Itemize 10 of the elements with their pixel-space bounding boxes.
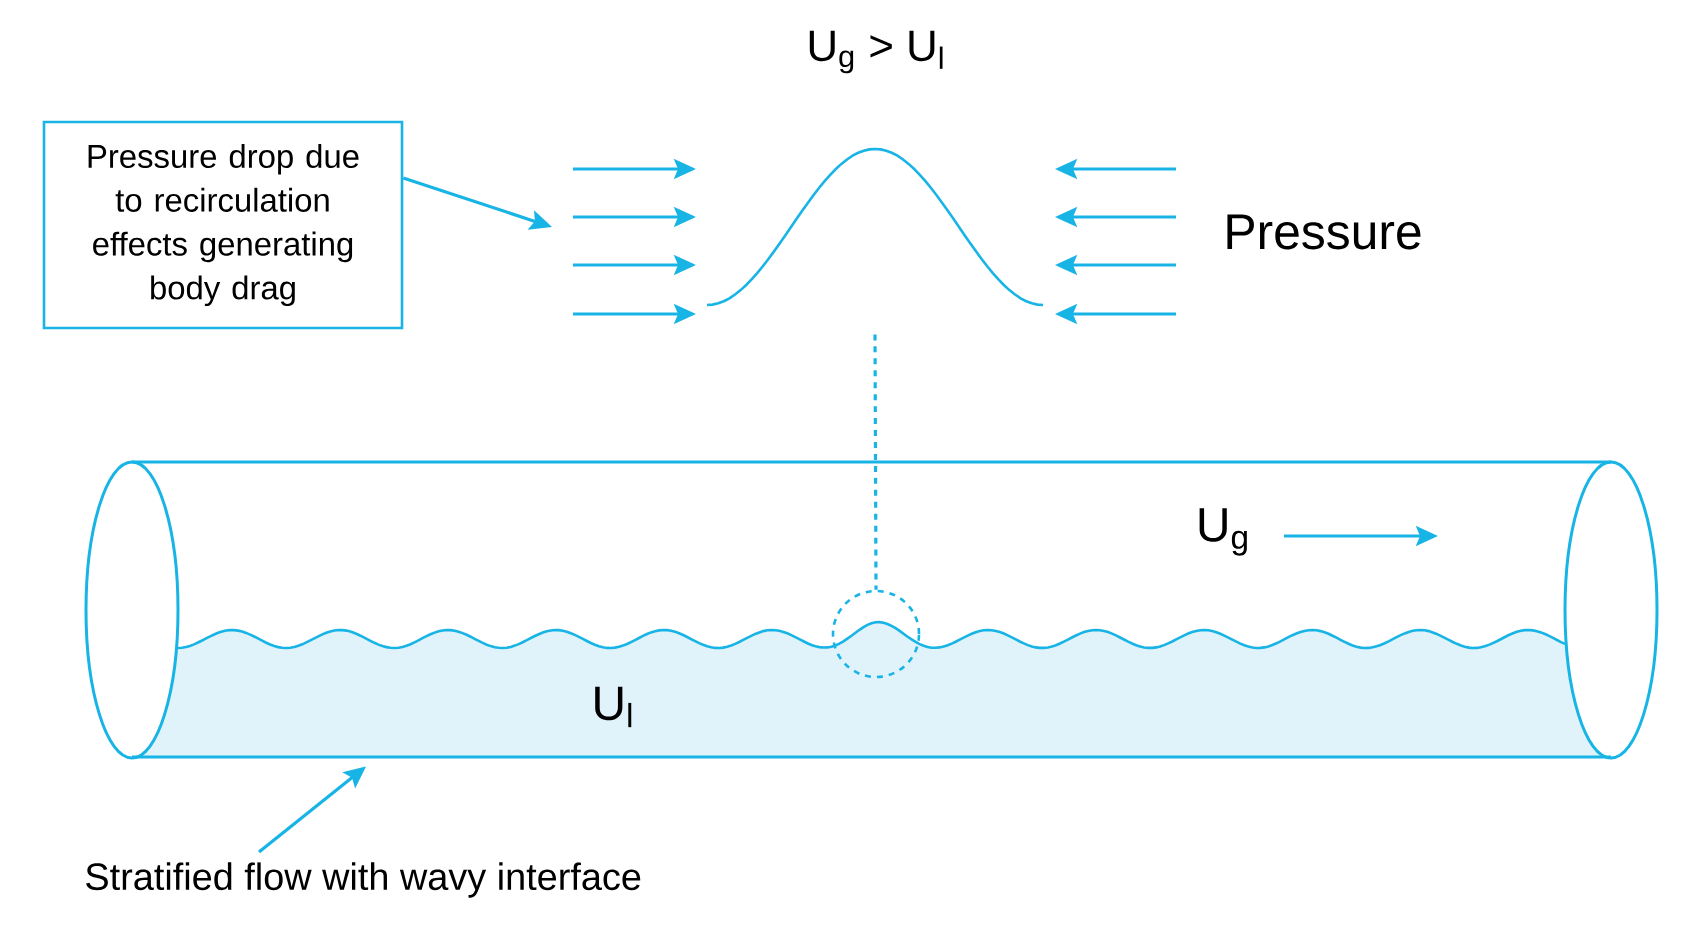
title: U$_{g}$ > U$_{l}$ <box>809 30 943 74</box>
caption-text: Stratified flow with wavy interface <box>86 862 641 898</box>
axis-label: Pressure <box>1227 214 1421 250</box>
text-box: Pressure drop due to recirculation effects generating body drag <box>42 120 404 330</box>
wave-curve <box>706 147 1044 307</box>
dashed-line <box>873 334 878 590</box>
velocity-label: U$_{g}$ <box>1199 508 1247 556</box>
velocity-label: U$_{l}$ <box>595 686 632 728</box>
pipe-drawing <box>84 460 1659 760</box>
dashed-circle <box>831 589 921 679</box>
